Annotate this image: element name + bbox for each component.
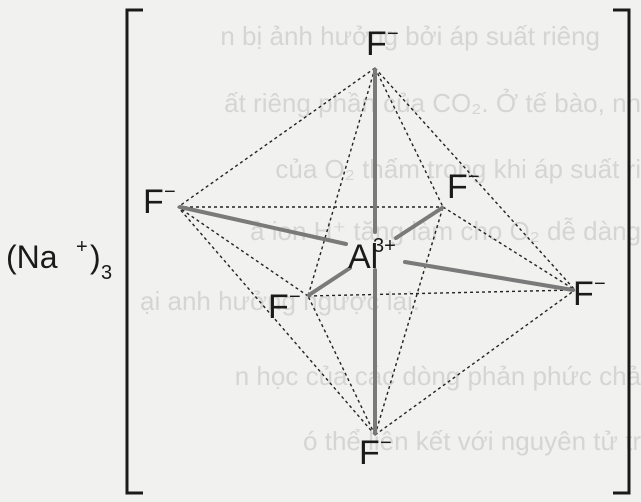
octahedron-edges bbox=[177, 67, 576, 436]
ligand-right-charge: − bbox=[594, 273, 606, 295]
bond-left bbox=[178, 205, 348, 246]
edge-right-front bbox=[307, 289, 576, 297]
bg-line-1: n bị ảnh hưởng bởi áp suất riêng bbox=[220, 21, 600, 51]
ligand-bottom: F − bbox=[359, 432, 392, 472]
ligand-bottom-charge: − bbox=[380, 432, 392, 454]
bg-line-6: n học của các dòng phản phức chả bbox=[235, 361, 641, 391]
counter-ion-count: 3 bbox=[101, 262, 112, 284]
edge-top-front bbox=[307, 67, 376, 297]
bg-line-2: ất riêng phần của CO₂. Ở tế bào, nh bbox=[224, 87, 641, 118]
edge-front-left bbox=[177, 206, 309, 297]
ligand-right: F − bbox=[573, 273, 606, 313]
bracket-left bbox=[125, 8, 143, 495]
edge-back-right bbox=[442, 206, 576, 291]
ligand-back-charge: − bbox=[468, 166, 480, 188]
counter-ion: (Na + ) 3 bbox=[6, 236, 112, 284]
ligand-left-charge: − bbox=[164, 181, 176, 203]
ligand-left: F − bbox=[143, 181, 176, 221]
ligand-top-symbol: F bbox=[366, 25, 387, 63]
counter-ion-close: ) bbox=[90, 239, 101, 275]
edge-bottom-left bbox=[177, 206, 376, 436]
ligand-front: F − bbox=[268, 286, 301, 326]
central-ion: Al 3+ bbox=[348, 235, 396, 276]
edge-top-left bbox=[177, 67, 376, 208]
ligand-front-symbol: F bbox=[268, 288, 289, 326]
bracket-right bbox=[613, 8, 631, 495]
ligand-left-symbol: F bbox=[143, 183, 164, 221]
edge-top-back bbox=[374, 67, 444, 208]
counter-ion-open: (Na bbox=[6, 239, 58, 275]
bg-line-7: ó thể liên kết với nguyên tử tr bbox=[303, 426, 641, 456]
ligand-front-charge: − bbox=[289, 286, 301, 308]
edge-bottom-right bbox=[374, 289, 576, 436]
ligand-back: F − bbox=[447, 166, 480, 206]
ligand-top-charge: − bbox=[387, 23, 399, 45]
background-bleed-text: n bị ảnh hưởng bởi áp suất riêng ất riên… bbox=[140, 21, 641, 456]
edge-top-right bbox=[374, 67, 576, 291]
bg-line-4: ả ion H⁺ tăng làm cho O₂ dễ dàng bbox=[250, 216, 641, 246]
edge-bottom-front bbox=[307, 295, 376, 436]
edge-bottom-back bbox=[374, 206, 444, 436]
central-ion-charge: 3+ bbox=[373, 235, 396, 257]
al-f-bonds bbox=[178, 68, 575, 435]
ligand-bottom-symbol: F bbox=[359, 434, 380, 472]
bond-front bbox=[307, 266, 352, 297]
bg-line-3: của O₂ thấm trong khi áp suất ri bbox=[275, 154, 641, 184]
ligand-top: F − bbox=[366, 23, 399, 63]
counter-ion-charge: + bbox=[76, 236, 88, 258]
bond-right bbox=[403, 260, 575, 292]
bond-back bbox=[394, 206, 444, 240]
central-ion-symbol: Al bbox=[348, 238, 378, 276]
ligand-right-symbol: F bbox=[573, 275, 594, 313]
ligand-back-symbol: F bbox=[447, 168, 468, 206]
